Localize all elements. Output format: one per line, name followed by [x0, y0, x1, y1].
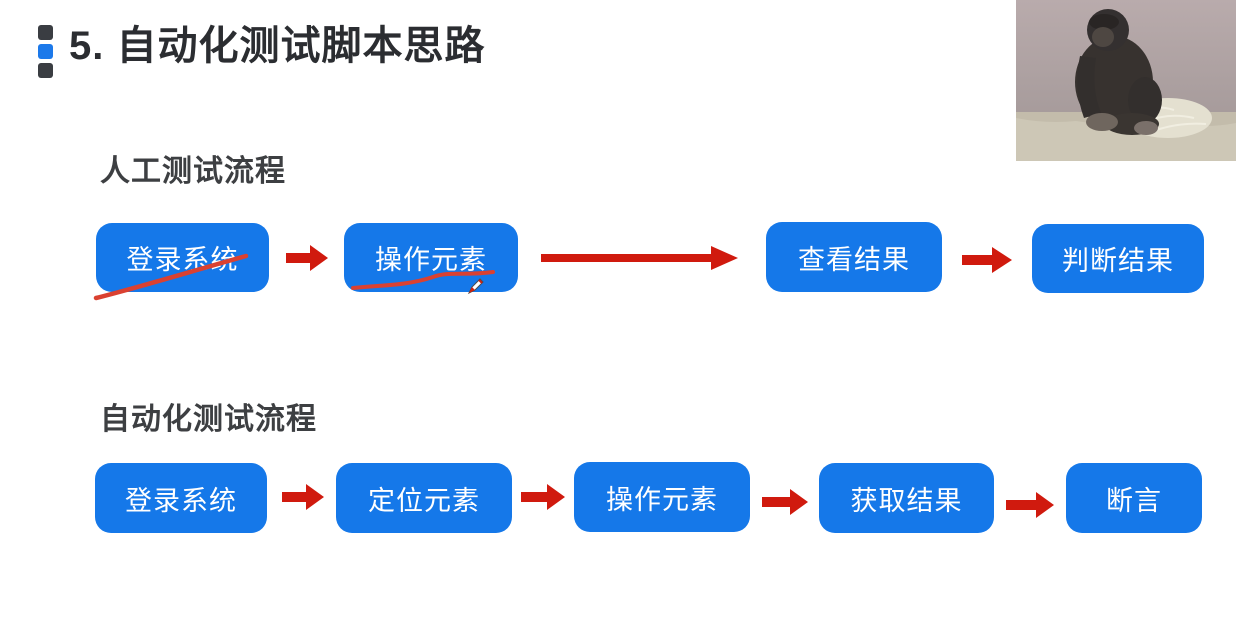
gorilla-arm — [1077, 56, 1101, 118]
title-row: 5. 自动化测试脚本思路 — [38, 20, 485, 78]
flow-node-manual-judge-result: 判断结果 — [1032, 224, 1204, 293]
flow-arrow-icon — [962, 247, 1012, 273]
bullet-square-dark-bottom — [38, 63, 53, 78]
bullet-square-blue — [38, 44, 53, 59]
flow-node-auto-login: 登录系统 — [95, 463, 267, 533]
title-bullet-icon — [38, 25, 53, 78]
flow-arrow-icon — [521, 484, 565, 510]
flow-arrow-icon — [286, 245, 328, 271]
gorilla-foot — [1134, 121, 1158, 135]
gorilla-brow — [1089, 14, 1119, 30]
flow-arrow-icon — [1006, 492, 1054, 518]
flow-node-manual-view-result: 查看结果 — [766, 222, 942, 292]
flow-node-auto-locate: 定位元素 — [336, 463, 512, 533]
flow-arrow-long-icon — [541, 246, 738, 270]
page-title: 5. 自动化测试脚本思路 — [69, 24, 486, 68]
flow-node-auto-assert: 断言 — [1066, 463, 1202, 533]
pen-cursor-icon — [466, 276, 486, 296]
gorilla-hands — [1086, 113, 1118, 131]
gorilla-photo — [1016, 0, 1236, 161]
pen-cursor-glyph — [467, 278, 484, 295]
gorilla-knee — [1128, 77, 1162, 123]
flow-node-auto-get-result: 获取结果 — [819, 463, 994, 533]
flow-arrow-icon — [762, 489, 808, 515]
section-heading-manual-flow: 人工测试流程 — [100, 155, 286, 188]
flow-node-manual-operate: 操作元素 — [344, 223, 518, 292]
flow-arrow-icon — [282, 484, 324, 510]
flow-node-manual-login: 登录系统 — [96, 223, 269, 292]
gorilla-illustration — [1016, 0, 1236, 161]
bullet-square-dark-top — [38, 25, 53, 40]
flow-node-auto-operate: 操作元素 — [574, 462, 750, 532]
section-heading-auto-flow: 自动化测试流程 — [100, 403, 317, 436]
gorilla-face — [1092, 27, 1114, 47]
